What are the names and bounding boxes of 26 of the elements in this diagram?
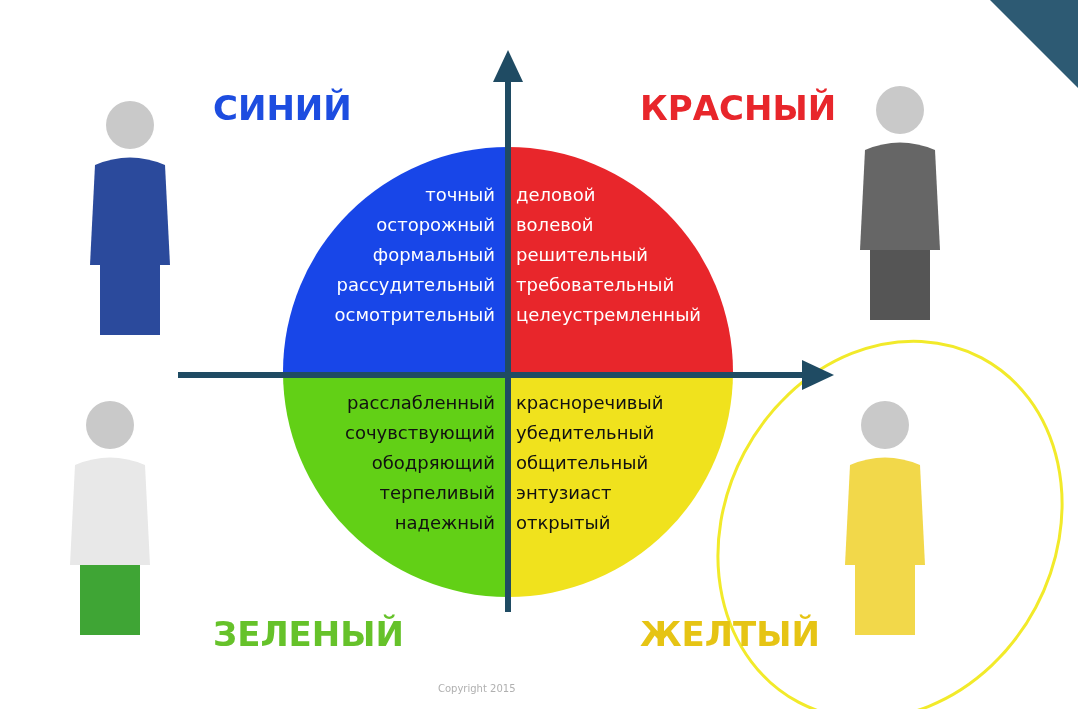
- trait-text: целеустремленный: [516, 303, 702, 327]
- quadrant-sector: [508, 147, 733, 372]
- trait-text: осторожный: [375, 213, 495, 237]
- trait-text: терпеливый: [378, 481, 495, 505]
- trait-text: ободряющий: [370, 451, 495, 475]
- trait-text: убедительный: [516, 421, 656, 445]
- trait-text: открытый: [516, 511, 612, 535]
- trait-text: формальный: [371, 243, 495, 267]
- trait-text: волевой: [516, 213, 595, 237]
- trait-text: красноречивый: [516, 391, 664, 415]
- copyright-note: Copyright 2015: [438, 683, 516, 694]
- trait-text: рассудительный: [335, 273, 495, 297]
- trait-text: общительный: [516, 451, 650, 475]
- trait-text: требовательный: [516, 273, 676, 297]
- type-heading: ЗЕЛЕНЫЙ: [213, 614, 404, 654]
- trait-text: точный: [424, 183, 495, 207]
- quadrant-sector: [283, 147, 508, 372]
- trait-text: сочувствующий: [345, 421, 495, 445]
- trait-text: расслабленный: [346, 391, 495, 415]
- trait-text: деловой: [516, 183, 597, 207]
- trait-text: осмотрительный: [334, 303, 495, 327]
- type-heading: СИНИЙ: [213, 88, 352, 128]
- trait-text: решительный: [516, 243, 650, 267]
- type-heading: КРАСНЫЙ: [640, 88, 837, 128]
- trait-text: надежный: [393, 511, 495, 535]
- trait-text: энтузиаст: [516, 481, 613, 505]
